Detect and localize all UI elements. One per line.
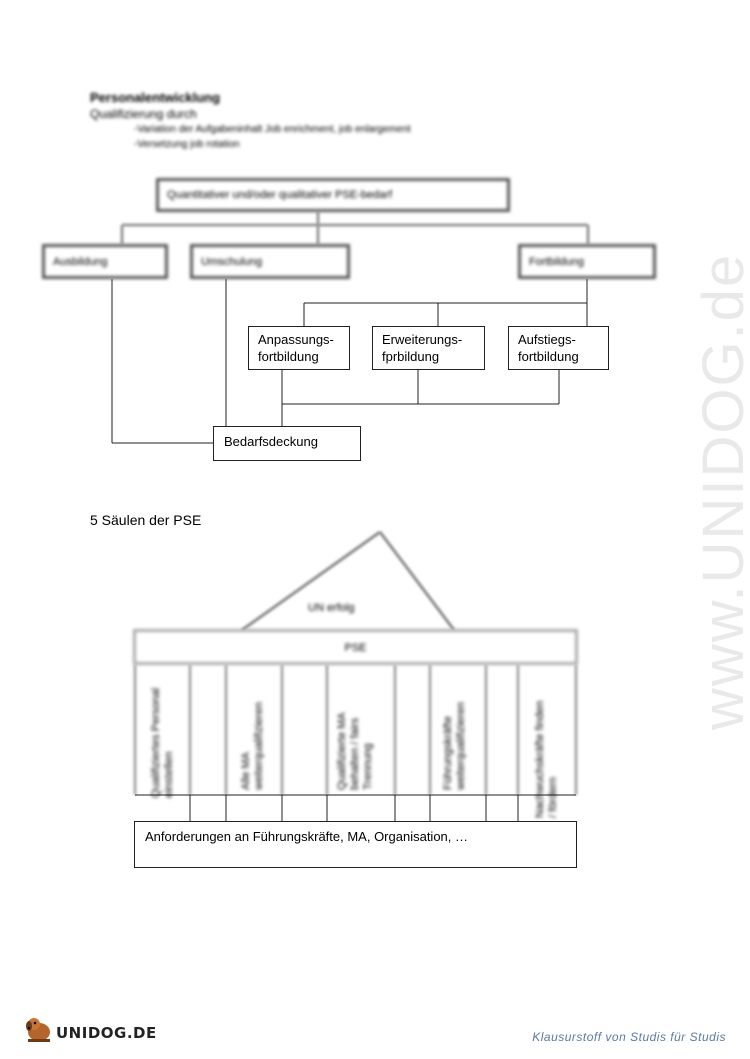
pillar-2-line2: weiterqualifizieren <box>253 701 265 790</box>
aufstiegsfortbildung-line2: fortbildung <box>518 349 579 364</box>
logo-text: UNIDOG.DE <box>56 1024 157 1042</box>
pillar-2-line1: Alle MA <box>240 752 252 790</box>
anpassungsfortbildung-box: Anpassungs- fortbildung <box>248 326 350 370</box>
aufstiegsfortbildung-line1: Aufstiegs- <box>518 332 576 347</box>
erweiterungsfortbildung-line1: Erweiterungs- <box>382 332 463 347</box>
roof-label: UN erfolg <box>308 602 355 614</box>
pillar-3-line3: Trennung <box>362 743 374 790</box>
fortbildung-box: Fortbildung <box>518 244 656 279</box>
pillar-3-line1: Qualifizierte MA <box>336 712 348 790</box>
pse-beam-label: PSE <box>344 642 367 654</box>
ausbildung-label: Ausbildung <box>53 256 108 268</box>
pillar-4-line2: weiterqualifizieren <box>455 701 467 790</box>
bedarfsdeckung-box: Bedarfsdeckung <box>213 426 361 461</box>
pillar-1-text: Qualifiziertes Personal einstellen <box>150 670 176 798</box>
umschulung-box: Umschulung <box>190 244 350 279</box>
intro-title: Personalentwicklung <box>90 90 221 105</box>
aufstiegsfortbildung-box: Aufstiegs- fortbildung <box>508 326 609 370</box>
intro-subtitle: Qualifizierung durch <box>90 107 197 121</box>
unidog-logo: UNIDOG.DE <box>22 1012 156 1048</box>
pillar-1-line2: einstellen <box>163 751 175 798</box>
umschulung-label: Umschulung <box>201 256 263 268</box>
intro-block: Personalentwicklung Qualifizierung durch… <box>90 90 411 152</box>
pillar-5-text: Nachwuchskräfte finden / fördern <box>534 670 560 818</box>
foundation-box: Anforderungen an Führungskräfte, MA, Org… <box>134 821 577 868</box>
intro-bullet: -Variation der Aufgabeninhalt Job enrich… <box>134 124 411 135</box>
pse-beam: PSE <box>133 629 578 665</box>
intro-bullet: -Versetzung job rotation <box>134 139 240 150</box>
ausbildung-box: Ausbildung <box>42 244 168 279</box>
pillar-2-text: Alle MA weiterqualifizieren <box>240 670 266 790</box>
pillar-4-text: Führungskräfte weiterqualifizieren <box>442 670 468 790</box>
bedarfsdeckung-label: Bedarfsdeckung <box>224 434 318 449</box>
erweiterungsfortbildung-box: Erweiterungs- fprbildung <box>372 326 485 370</box>
saeulen-heading: 5 Säulen der PSE <box>90 512 202 528</box>
footer-tagline: Klausurstoff von Studis für Studis <box>532 1030 726 1044</box>
dog-icon <box>26 1018 50 1042</box>
erweiterungsfortbildung-line2: fprbildung <box>382 349 440 364</box>
anpassungsfortbildung-line2: fortbildung <box>258 349 319 364</box>
pse-bedarf-label: Quantitativer und/oder qualitativer PSE-… <box>167 189 393 201</box>
pse-bedarf-box: Quantitativer und/oder qualitativer PSE-… <box>156 178 510 212</box>
pillar-5-line2: / fördern <box>547 777 559 818</box>
pillar-3-line2: behalten / fairs <box>349 717 361 790</box>
fortbildung-label: Fortbildung <box>529 256 585 268</box>
pillar-5-line1: Nachwuchskräfte finden <box>534 700 546 818</box>
foundation-label: Anforderungen an Führungskräfte, MA, Org… <box>145 829 469 844</box>
anpassungsfortbildung-line1: Anpassungs- <box>258 332 334 347</box>
pillar-3-text: Qualifizierte MA behalten / fairs Trennu… <box>336 670 375 790</box>
pillar-1-line1: Qualifiziertes Personal <box>150 687 162 798</box>
pillar-4-line1: Führungskräfte <box>442 716 454 790</box>
